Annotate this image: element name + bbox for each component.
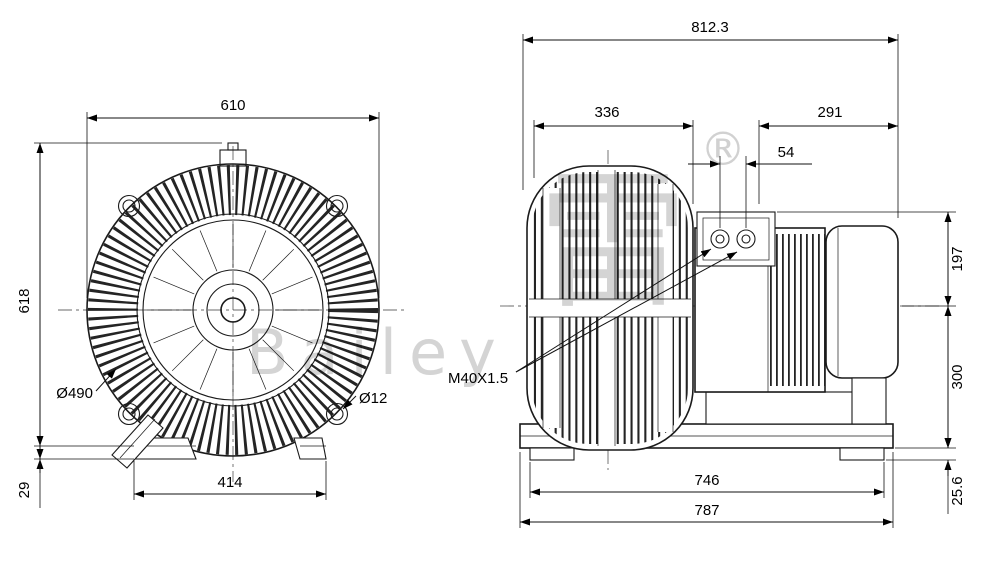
front-view: 610 618 414 29 Ø490 Ø12 <box>16 97 406 508</box>
front-dimensions: 610 618 414 29 Ø490 Ø12 <box>16 97 387 508</box>
cowl-support-bracket <box>851 377 887 425</box>
terminal-box <box>696 211 776 267</box>
gland-thread-leader-2 <box>515 251 738 373</box>
dim-foot-pad-height: 29 <box>16 482 33 499</box>
fan-cowl <box>825 225 899 379</box>
dim-base-span-outer: 787 <box>694 502 719 519</box>
blower-housing-side <box>526 165 694 451</box>
dim-foot-span: 414 <box>217 474 242 491</box>
dim-height-above-axis: 197 <box>949 246 966 271</box>
mount-hole-leader <box>342 395 357 410</box>
dim-overall-width: 610 <box>220 97 245 114</box>
inlet-silencer <box>111 414 164 469</box>
dim-overall-height: 618 <box>16 288 33 313</box>
motor-pedestal <box>705 391 855 425</box>
hub-outer-circle <box>192 269 274 351</box>
dim-base-span-inner: 746 <box>694 472 719 489</box>
dim-motor-length: 291 <box>817 104 842 121</box>
dim-housing-diameter: Ø490 <box>56 385 93 402</box>
top-cap <box>219 142 247 167</box>
cable-gland-left <box>710 229 730 249</box>
dim-axis-to-base: 300 <box>949 364 966 389</box>
dim-mount-hole-diameter: Ø12 <box>359 390 387 407</box>
cover-rim-circle <box>142 219 324 401</box>
dim-pad-height: 25.6 <box>949 476 966 505</box>
dim-gland-spacing: 54 <box>778 144 795 161</box>
label-cable-gland-thread: M40X1.5 <box>448 370 508 387</box>
side-view: 812.3 336 291 54 197 300 <box>448 19 966 528</box>
hub-mid-circle <box>206 283 260 337</box>
shaft-circle <box>220 297 246 323</box>
cable-gland-right <box>736 229 756 249</box>
fin-inner-edge-circle <box>136 213 330 407</box>
dim-housing-length: 336 <box>594 104 619 121</box>
side-dimensions: 812.3 336 291 54 197 300 <box>448 19 966 528</box>
mounting-lugs <box>117 194 349 426</box>
dim-overall-length: 812.3 <box>691 19 729 36</box>
gland-thread-leader-1 <box>515 248 712 373</box>
housing-diameter-leader <box>95 368 117 392</box>
radial-fins-ring <box>88 165 378 455</box>
housing-outer-circle <box>86 163 380 457</box>
